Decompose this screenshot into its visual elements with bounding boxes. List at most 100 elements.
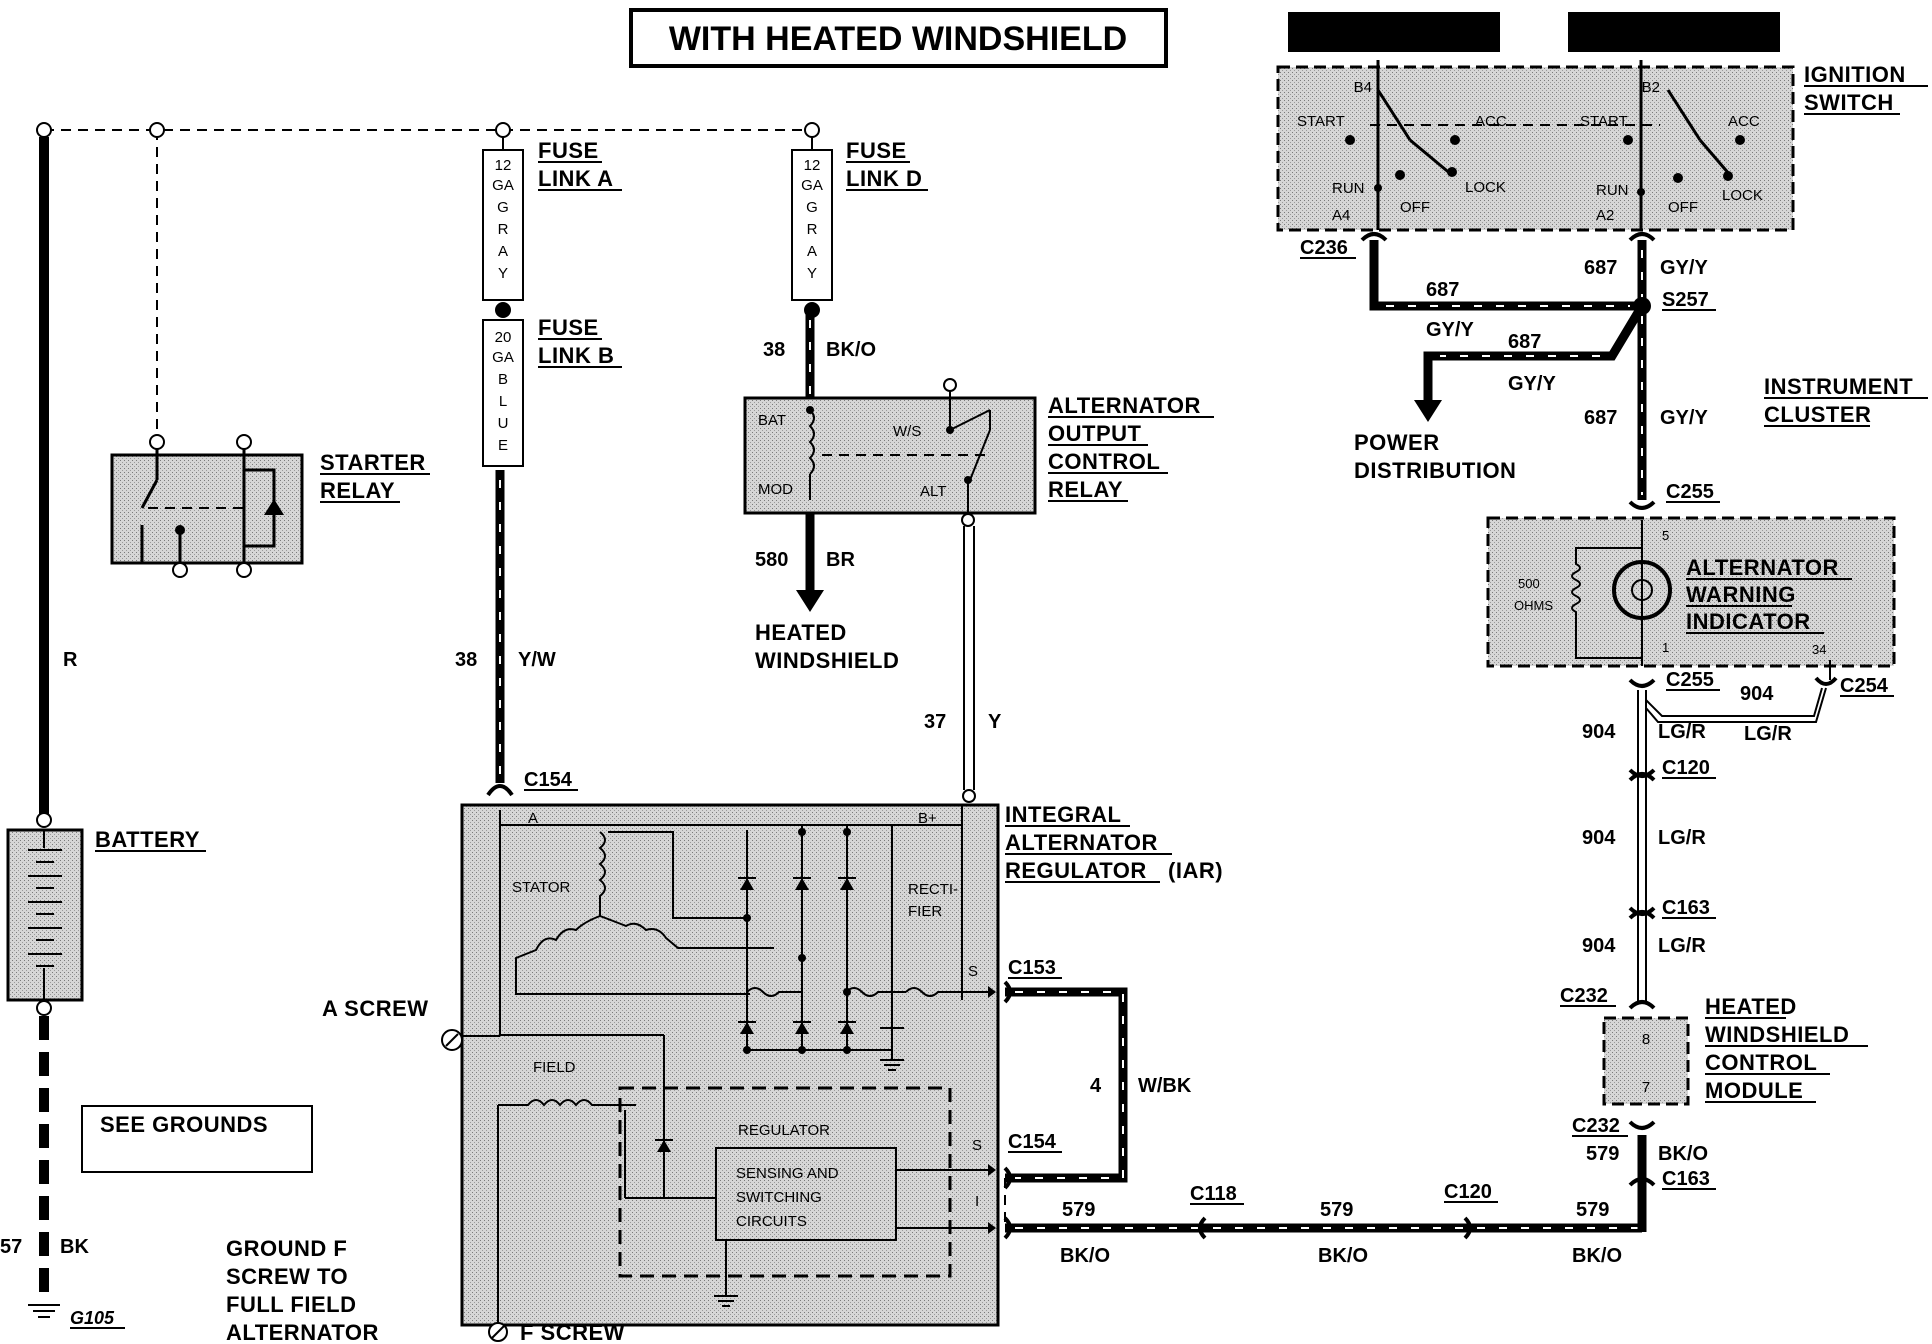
instrument-cluster-label: INSTRUMENT CLUSTER — [1764, 374, 1928, 427]
svg-text:904: 904 — [1582, 935, 1616, 957]
svg-text:ALTERNATOR: ALTERNATOR — [226, 1320, 379, 1344]
wire-38-bko: 38 BK/O — [763, 315, 876, 398]
svg-text:CLUSTER: CLUSTER — [1764, 402, 1871, 427]
svg-text:SEE GROUNDS: SEE GROUNDS — [100, 1112, 268, 1137]
see-grounds-box: SEE GROUNDS — [81, 1105, 313, 1173]
connector-c255-b: C255 — [1628, 669, 1720, 691]
svg-text:BK/O: BK/O — [1658, 1143, 1708, 1165]
svg-text:687: 687 — [1426, 279, 1459, 301]
ignition-switch: B4 START ACC RUN OFF LOCK A4 B2 START AC… — [1276, 60, 1795, 232]
alternator-output-control-relay: BAT W/S MOD ALT — [743, 378, 1037, 515]
svg-text:INSTRUMENT: INSTRUMENT — [1764, 374, 1913, 399]
svg-text:INTEGRAL: INTEGRAL — [1005, 802, 1121, 827]
svg-text:FIELD: FIELD — [533, 1059, 576, 1076]
svg-text:A: A — [498, 243, 508, 260]
svg-text:C254: C254 — [1840, 675, 1889, 697]
svg-text:ALTERNATOR: ALTERNATOR — [1048, 393, 1201, 418]
heated-windshield-control-module: 8 7 — [1602, 1016, 1690, 1106]
ground-note: GROUND F SCREW TO FULL FIELD ALTERNATOR — [226, 1236, 379, 1344]
svg-text:C154: C154 — [1008, 1131, 1057, 1153]
svg-text:C232: C232 — [1572, 1115, 1620, 1137]
svg-text:C255: C255 — [1666, 669, 1714, 691]
svg-text:S: S — [968, 963, 978, 980]
svg-text:GA: GA — [492, 177, 514, 194]
svg-text:U: U — [498, 415, 509, 432]
svg-text:START: START — [1580, 113, 1628, 130]
splice-s257: S257 — [1662, 289, 1716, 311]
wire-904-branch: 904 LG/R — [1645, 676, 1838, 745]
svg-text:FUSE: FUSE — [538, 315, 599, 340]
svg-text:LG/R: LG/R — [1658, 721, 1706, 743]
svg-text:GY/Y: GY/Y — [1660, 257, 1708, 279]
svg-text:CONTROL: CONTROL — [1705, 1050, 1817, 1075]
svg-text:GA: GA — [801, 177, 823, 194]
connector-c120-a: C120 — [1662, 757, 1716, 779]
svg-text:BK/O: BK/O — [1318, 1245, 1368, 1267]
svg-text:C120: C120 — [1662, 757, 1710, 779]
svg-text:BAT: BAT — [758, 412, 786, 429]
svg-text:LG/R: LG/R — [1744, 723, 1792, 745]
wire-580-br: 580 BR HEATED WINDSHIELD — [755, 513, 899, 673]
svg-text:C118: C118 — [1190, 1183, 1237, 1205]
svg-text:POWER: POWER — [1354, 430, 1440, 455]
connector-c163-a: C163 — [1662, 897, 1716, 919]
svg-text:A: A — [807, 243, 817, 260]
iar-label: INTEGRAL ALTERNATOR REGULATOR (IAR) — [1005, 802, 1223, 883]
svg-text:L: L — [499, 393, 507, 410]
svg-text:RELAY: RELAY — [320, 478, 395, 503]
svg-text:579: 579 — [1586, 1143, 1619, 1165]
svg-text:B2: B2 — [1642, 79, 1660, 96]
starter-relay-label: STARTER RELAY — [320, 450, 430, 503]
svg-text:8: 8 — [1642, 1031, 1650, 1048]
svg-text:7: 7 — [1642, 1079, 1650, 1096]
svg-text:4: 4 — [1090, 1075, 1102, 1097]
svg-text:HOT AT ALL TIMES: HOT AT ALL TIMES — [1595, 24, 1753, 44]
svg-text:34: 34 — [1812, 642, 1826, 657]
svg-text:OFF: OFF — [1400, 199, 1430, 216]
svg-text:RECTI-: RECTI- — [908, 881, 958, 898]
svg-text:C154: C154 — [524, 769, 573, 791]
svg-text:579: 579 — [1576, 1199, 1609, 1221]
svg-text:R: R — [807, 221, 818, 238]
svg-text:SWITCHING: SWITCHING — [736, 1189, 822, 1206]
connector-c120-b: C120 — [1444, 1181, 1498, 1203]
svg-text:R: R — [63, 649, 78, 671]
svg-text:OHMS: OHMS — [1514, 598, 1553, 613]
svg-text:12: 12 — [495, 157, 512, 174]
svg-text:12: 12 — [804, 157, 821, 174]
svg-text:BK/O: BK/O — [1060, 1245, 1110, 1267]
svg-text:5: 5 — [1662, 528, 1669, 543]
battery — [6, 828, 84, 1016]
svg-text:OFF: OFF — [1668, 199, 1698, 216]
svg-text:REGULATOR: REGULATOR — [1005, 858, 1147, 883]
connector-c232-b: C232 — [1572, 1115, 1628, 1137]
svg-text:I: I — [975, 1193, 979, 1210]
svg-text:C163: C163 — [1662, 897, 1710, 919]
svg-text:A2: A2 — [1596, 207, 1614, 224]
svg-text:Y: Y — [498, 265, 508, 282]
connector-c118: C118 — [1190, 1183, 1244, 1205]
hot-label-right: HOT AT ALL TIMES — [1568, 12, 1780, 52]
svg-text:38: 38 — [455, 649, 477, 671]
svg-text:FUSE: FUSE — [846, 138, 907, 163]
svg-text:20: 20 — [495, 329, 512, 346]
svg-text:HEATED: HEATED — [1705, 994, 1797, 1019]
svg-text:WINDSHIELD: WINDSHIELD — [755, 648, 899, 673]
svg-text:S257: S257 — [1662, 289, 1709, 311]
svg-text:687: 687 — [1584, 257, 1617, 279]
svg-text:BK/O: BK/O — [1572, 1245, 1622, 1267]
connector-c254: C254 — [1840, 675, 1894, 697]
svg-text:C232: C232 — [1560, 985, 1608, 1007]
svg-text:E: E — [498, 437, 508, 454]
svg-text:C236: C236 — [1300, 237, 1348, 259]
svg-text:579: 579 — [1062, 1199, 1095, 1221]
svg-text:BR: BR — [826, 549, 855, 571]
battery-label: BATTERY — [95, 827, 206, 852]
svg-text:687: 687 — [1584, 407, 1617, 429]
svg-text:G: G — [497, 199, 509, 216]
svg-text:37: 37 — [924, 711, 946, 733]
svg-text:GY/Y: GY/Y — [1660, 407, 1708, 429]
svg-text:SWITCH: SWITCH — [1804, 90, 1894, 115]
svg-text:CONTROL: CONTROL — [1048, 449, 1160, 474]
